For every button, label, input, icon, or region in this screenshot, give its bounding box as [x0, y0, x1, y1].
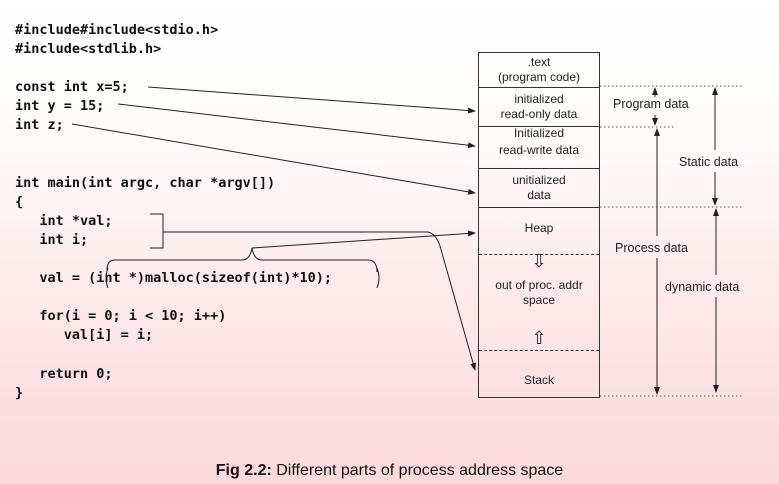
text-segment-subtitle: (program code) — [497, 70, 581, 84]
text-segment: .text (program code) — [478, 52, 600, 88]
code-line-int-i: int i; — [15, 232, 89, 248]
readonly-label-1: initialized — [514, 91, 564, 106]
readwrite-label-2: read-write data — [498, 143, 580, 157]
text-segment-title: .text — [527, 55, 551, 69]
figure-caption-number: Fig 2.2: — [215, 462, 272, 479]
code-line-malloc: val = (int *)malloc(sizeof(int)*10); — [15, 270, 332, 286]
code-line-int-z: int z; — [15, 117, 64, 133]
program-data-label: Program data — [613, 97, 689, 111]
uninit-label-2: data — [527, 187, 551, 202]
code-line-const-x: const int x=5; — [15, 79, 129, 95]
malloc-brace — [106, 247, 378, 273]
code-line-int-y: int y = 15; — [15, 98, 105, 114]
readwrite-label-1: Initialized — [513, 126, 564, 140]
code-line-include-2: #include<stdlib.h> — [15, 41, 162, 57]
dynamic-data-label: dynamic data — [665, 280, 740, 294]
code-line-assign: val[i] = i; — [15, 327, 154, 343]
figure-caption-text: Different parts of process address space — [271, 462, 564, 479]
readwrite-data-segment: Initialized read-write data — [478, 126, 600, 169]
code-line-open-brace: { — [15, 194, 24, 210]
arrow-malloc-to-heap — [251, 230, 476, 249]
code-line-for: for(i = 0; i < 10; i++) — [15, 308, 227, 324]
figure-caption: Fig 2.2: Different parts of process addr… — [0, 462, 779, 480]
heap-stack-region: Heap ⇩ out of proc. addr space ⇧ Stack — [478, 207, 600, 398]
code-line-main: int main(int argc, char *argv[]) — [15, 175, 276, 191]
code-line-close-brace: } — [15, 385, 24, 401]
stack-label: Stack — [523, 373, 554, 387]
stack-grow-up-icon: ⇧ — [531, 328, 547, 348]
heap-boundary — [479, 254, 599, 255]
static-data-label: Static data — [679, 155, 739, 169]
process-data-label: Process data — [615, 241, 688, 255]
heap-grow-down-icon: ⇩ — [531, 251, 547, 271]
malloc-right-paren — [376, 267, 380, 289]
stack-boundary — [479, 350, 599, 351]
arrow-y-to-readwrite — [117, 103, 476, 149]
arrow-locals-to-stack — [163, 231, 476, 371]
uninit-label-1: unitialized — [512, 172, 566, 187]
arrow-z-to-uninitialized — [71, 123, 476, 195]
code-line-return: return 0; — [15, 366, 113, 382]
free-space-label-2: space — [522, 293, 556, 307]
readonly-label-2: read-only data — [500, 106, 578, 121]
code-line-include-1: #include#include<stdio.h> — [15, 22, 219, 38]
arrow-x-to-readonly — [147, 86, 476, 114]
code-line-int-val: int *val; — [15, 213, 113, 229]
readonly-data-segment: initialized read-only data — [478, 87, 600, 127]
malloc-left-paren — [105, 267, 109, 289]
heap-label: Heap — [524, 221, 554, 235]
uninitialized-data-segment: unitialized data — [478, 168, 600, 208]
local-vars-bracket — [150, 213, 164, 249]
free-space-label-1: out of proc. addr — [495, 278, 583, 292]
